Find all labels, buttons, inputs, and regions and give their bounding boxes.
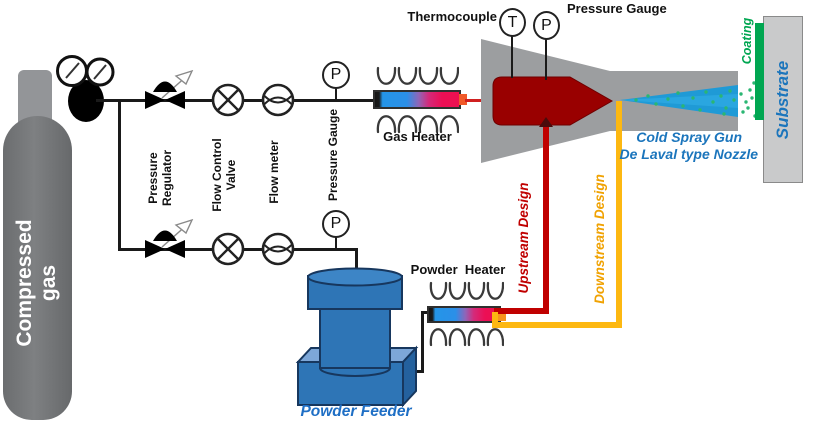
pressure-regulator-label: Pressure Regulator <box>146 149 174 207</box>
gas-cylinder-neck <box>18 70 52 122</box>
powder-feeder <box>295 267 419 408</box>
thermocouple-label: Thermocouple <box>407 9 497 24</box>
upstream-line-horizontal <box>494 308 549 314</box>
upstream-line-vertical <box>543 126 549 314</box>
feeder-outlet-stub <box>421 311 431 314</box>
pressure-gauge-stem-top <box>334 88 337 100</box>
gas-heater-tube <box>373 90 461 109</box>
gun-pressure-gauge-icon: P <box>533 11 560 40</box>
upstream-arrowhead <box>539 117 553 127</box>
feeder-cylinder <box>319 305 391 369</box>
cold-spray-gun-label: Cold Spray Gun <box>636 129 742 145</box>
gun-pressure-symbol: P <box>541 16 552 34</box>
thermocouple-symbol: T <box>507 13 518 31</box>
powder-feeder-label: Powder Feeder <box>300 403 412 420</box>
gas-heater-coil-bottom-icon <box>376 115 459 134</box>
pressure-gauge-label: Pressure Gauge <box>326 108 341 202</box>
pressure-gauge-icon-bottom: P <box>322 210 350 238</box>
coating-label: Coating <box>739 17 754 65</box>
de-laval-nozzle-label: De Laval type Nozzle <box>619 146 759 162</box>
flow-meter-icon-bottom <box>261 232 295 266</box>
downstream-design-label: Downstream Design <box>592 174 608 304</box>
feeder-outlet-pipe-v <box>421 311 424 373</box>
pressure-gauge-stem-bottom <box>334 237 337 249</box>
flow-control-valve-label: Flow Control Valve <box>210 138 238 212</box>
powder-heater-coil-top-icon <box>429 281 504 300</box>
gas-heater-coil-top-icon <box>376 66 459 85</box>
feeder-inlet-pipe <box>355 249 358 276</box>
pressure-regulator-valve-icon-top <box>145 70 194 109</box>
gun-pressure-gauge-label: Pressure Gauge <box>567 1 667 16</box>
thermocouple-icon: T <box>499 8 526 37</box>
branch-pipe-vertical <box>118 100 121 250</box>
flow-control-valve-icon-bottom <box>211 232 245 266</box>
powder-heater-outlet-tip <box>497 308 506 321</box>
upstream-design-label: Upstream Design <box>516 182 532 294</box>
pressure-gauge-symbol: P <box>330 215 342 232</box>
coating-layer <box>755 23 764 120</box>
gun-pressure-gauge-stem <box>544 38 547 80</box>
combustion-chamber-shape <box>492 76 614 126</box>
feeder-cap-top <box>307 267 403 287</box>
compressed-gas-label: Compressed gas <box>12 219 60 347</box>
downstream-line-vertical <box>616 101 622 328</box>
gas-heater-label: Gas Heater <box>383 129 452 144</box>
powder-heater-coil-bottom-icon <box>429 328 504 347</box>
powder-heater-tube <box>427 306 501 323</box>
powder-heater-label: Powder Heater <box>410 262 506 277</box>
downstream-line-horizontal <box>492 322 622 328</box>
gas-cylinder-body <box>3 116 72 420</box>
downstream-line-stub <box>492 312 498 324</box>
substrate-label: Substrate <box>773 60 793 140</box>
jet-core-shape <box>620 94 738 108</box>
flow-control-valve-icon-top <box>211 83 245 117</box>
pressure-regulator-valve-icon-bottom <box>145 219 194 258</box>
flow-meter-icon-top <box>261 83 295 117</box>
hot-gas-feed-line <box>465 98 495 102</box>
gas-heater-outlet-tip <box>459 94 467 105</box>
flow-meter-label: Flow meter <box>267 140 282 204</box>
pressure-gauge-icon-top: P <box>322 61 350 89</box>
pressure-gauge-symbol: P <box>330 66 342 83</box>
thermocouple-stem <box>510 34 513 78</box>
cylinder-regulator-icon <box>56 55 115 122</box>
